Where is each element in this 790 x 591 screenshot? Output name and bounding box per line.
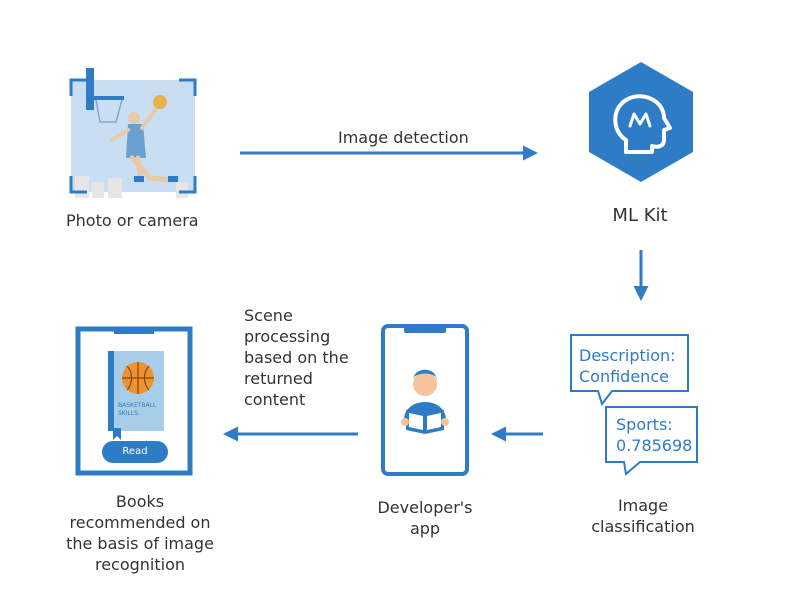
description-bubble: [570, 334, 689, 407]
hoop-net: [95, 99, 123, 123]
backboard-pole: [86, 68, 94, 110]
books-label-line1: Books: [115, 492, 165, 511]
photo-label: Photo or camera: [66, 211, 199, 230]
developer-phone: [381, 324, 469, 476]
books-label-line4: recognition: [94, 555, 186, 574]
read-button-label[interactable]: Read: [122, 446, 148, 457]
sports-bubble: [605, 406, 698, 476]
ml-kit-icon: [589, 62, 693, 182]
basketball-book-icon: [108, 351, 164, 440]
basketball-player-photo: [110, 95, 178, 183]
bubble-description-line2: Confidence: [579, 367, 669, 386]
hoop-rim: [94, 96, 124, 100]
scene-label-line2: processing: [244, 327, 331, 346]
ml-kit-label: ML Kit: [612, 205, 668, 226]
developer-app-label-line1: Developer's: [377, 498, 473, 517]
ml-brain-icon: [613, 94, 672, 154]
books-phone-notch: [114, 327, 154, 334]
photo-basketball: [153, 95, 167, 109]
scene-label-line3: based on the: [244, 348, 349, 367]
book-title-line2: SKILLS: [118, 410, 139, 417]
scene-label-line1: Scene: [244, 306, 293, 325]
photo-illustration: [69, 68, 197, 198]
book-title-line1: BASKETBALL: [118, 402, 157, 409]
bubble-description-line1: Description:: [579, 346, 676, 365]
camera-frame-corners: [69, 78, 197, 194]
classification-bubbles: [570, 334, 698, 476]
bubble-sports-line2: 0.785698: [616, 436, 693, 455]
detection-label: Image detection: [338, 128, 469, 147]
books-label-line3: the basis of image: [66, 534, 214, 553]
classification-label-line2: classification: [591, 517, 695, 536]
phone-notch: [404, 326, 446, 333]
read-button[interactable]: [102, 441, 168, 463]
books-label-line2: recommended on: [69, 513, 211, 532]
scene-label-line4: returned: [244, 369, 313, 388]
bubble-sports-line1: Sports:: [616, 415, 673, 434]
books-phone: [75, 326, 193, 476]
classification-label-line1: Image: [617, 496, 669, 515]
developer-app-label-line2: app: [409, 519, 441, 538]
scene-label-line5: content: [244, 390, 306, 409]
book-spine: [108, 351, 114, 431]
phone-frame: [381, 324, 469, 476]
reader-person-icon: [401, 369, 449, 434]
bookmark: [113, 428, 121, 440]
